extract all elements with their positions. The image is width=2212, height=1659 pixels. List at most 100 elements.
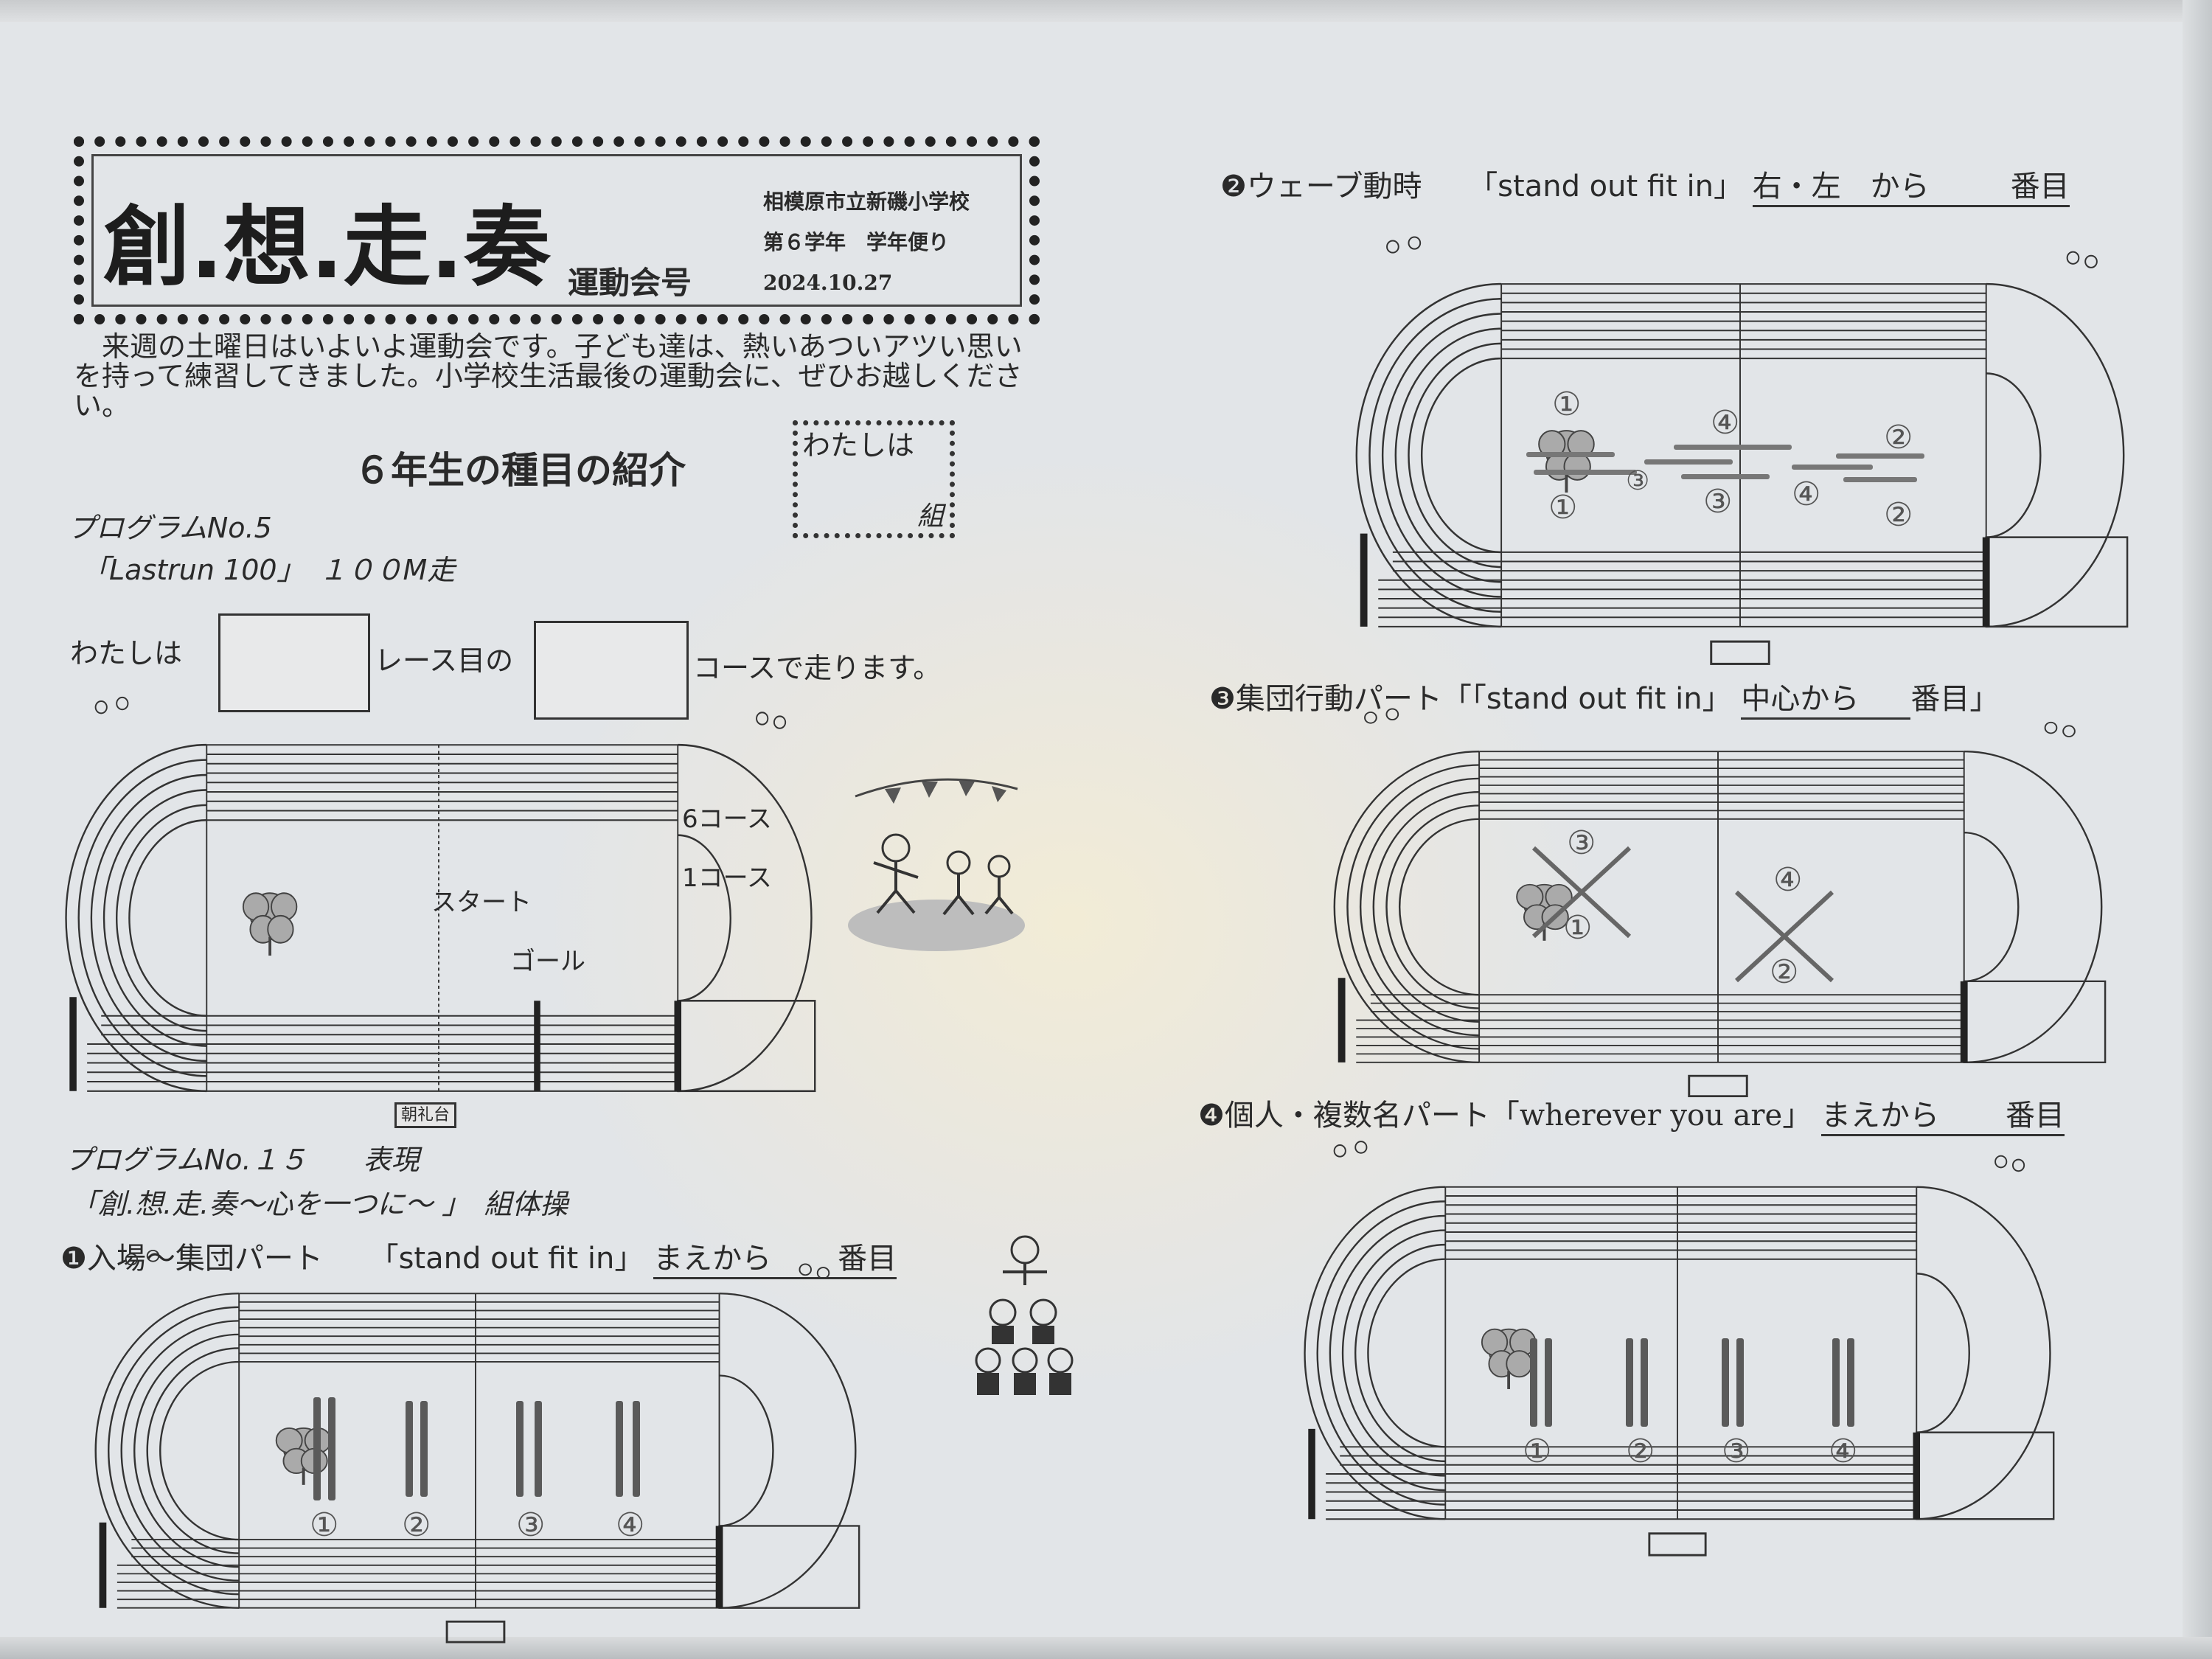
track-drawing: [65, 696, 816, 1093]
program15-number: プログラムNo.１５ 表現: [65, 1144, 420, 1176]
race-number-box[interactable]: [218, 613, 370, 712]
corner-box: [677, 1000, 816, 1093]
goal-label: ゴール: [510, 947, 585, 976]
lane-curve: [1354, 1243, 1446, 1463]
row-mark: ④: [1829, 1433, 1858, 1470]
row-bar: [420, 1401, 428, 1497]
row-bar: [616, 1401, 623, 1497]
row-bar: [516, 1401, 524, 1497]
lane6-label: 6コース: [682, 804, 772, 834]
part4-number: ❹: [1198, 1099, 1225, 1133]
small-circle-icon: [816, 1267, 830, 1279]
program5-number: プログラムNo.5: [68, 512, 272, 544]
wave-line: [1792, 465, 1873, 470]
part1-answer[interactable]: まえから番目: [653, 1242, 897, 1279]
wave-line: [1836, 453, 1924, 459]
small-circle-icon: [1354, 1141, 1368, 1154]
row-mark: ②: [402, 1506, 431, 1544]
row-bar: [1545, 1338, 1552, 1427]
wave-line: [1526, 452, 1615, 457]
part2-heading: ❷ウェーブ動時 「stand out fit in」 右・左 から番目: [1220, 170, 2070, 207]
track-drawing: [1333, 708, 2107, 1098]
header-frame: [74, 136, 1040, 324]
lane-curve: [1385, 804, 1480, 1009]
cross-mark: [1531, 846, 1632, 939]
start-label: スタート: [431, 888, 532, 917]
track-diagram-100m: 6コース 1コース スタート ゴール: [59, 696, 818, 1099]
row-bar: [633, 1401, 640, 1497]
small-circle-icon: [94, 700, 108, 714]
part3-answer[interactable]: 中心から: [1741, 682, 1911, 720]
row-bar: [313, 1397, 321, 1500]
row-bar: [1736, 1338, 1744, 1427]
outer-curve: [1986, 282, 2125, 628]
part4-song: 「wherever you are」: [1489, 1099, 1812, 1133]
podium-box: [1688, 1074, 1748, 1098]
part3-number: ❸: [1209, 682, 1236, 716]
small-circle-icon: [2011, 1158, 2025, 1172]
lane-curve: [1372, 791, 1480, 1023]
class-box-suffix: 組: [917, 501, 944, 532]
wave-line: [1843, 477, 1917, 482]
wave-line: [1534, 470, 1637, 475]
corner-box: [718, 1525, 860, 1609]
part2-number: ❷: [1220, 170, 1247, 204]
small-circle-icon: [1333, 1144, 1346, 1158]
track-diagram-part4: ① ② ③ ④: [1298, 1141, 2057, 1557]
lane-curve: [1420, 357, 1502, 554]
small-circle-icon: [1385, 708, 1399, 720]
lane-curve: [1394, 327, 1502, 583]
small-circle-icon: [2062, 725, 2076, 737]
small-circle-icon: [799, 1263, 812, 1276]
wave-mark: ①: [1548, 489, 1578, 526]
podium-box: [1710, 640, 1770, 665]
program5-name: 「Lastrun 100」 １００M走: [81, 554, 456, 586]
row-bar: [535, 1401, 542, 1497]
track-diagram-part2: ① ④ ② ① ③ ③ ④ ②: [1349, 236, 2131, 665]
part1-song: 「stand out fit in」: [369, 1242, 644, 1276]
corner-box: [1985, 536, 2129, 628]
row-mark: ④: [616, 1506, 645, 1544]
runners-illustration: [848, 778, 1025, 951]
small-circle-icon: [2066, 251, 2080, 265]
small-circle-icon: [756, 712, 769, 726]
infield-curve: [1964, 832, 2020, 982]
lane-curve: [146, 1347, 240, 1554]
photo-top-edge: [0, 0, 2212, 22]
class-box-label: わたしは: [802, 429, 915, 462]
row-mark: ①: [1523, 1433, 1552, 1470]
outer-curve: [678, 743, 813, 1093]
track-drawing: [1355, 236, 2129, 665]
corner-box: [1916, 1431, 2055, 1520]
part3-heading: ❸集団行動パート「「stand out fit in」 中心から番目」: [1209, 682, 1999, 720]
wave-line: [1681, 474, 1770, 479]
intro-paragraph: 来週の土曜日はいよいよ運動会です。子ども達は、熱いあついアツい思いを持って練習し…: [74, 330, 1023, 422]
class-entry-box: わたしは 組: [793, 420, 955, 538]
part3-title: 集団行動パート「: [1235, 682, 1472, 716]
outer-curve: [719, 1293, 857, 1609]
row-mark: ②: [1626, 1433, 1655, 1470]
part1-heading: ❶入場〜集団パート 「stand out fit in」 まえから番目: [60, 1242, 897, 1279]
podium-box: [1648, 1532, 1707, 1557]
small-circle-icon: [116, 696, 129, 711]
school-name: 相模原市立新磯小学校: [763, 189, 970, 214]
row-bar: [1722, 1338, 1729, 1427]
podium-label: 朝礼台: [394, 1102, 457, 1129]
part1-title: 入場〜集団パート: [86, 1242, 323, 1276]
newsletter-title: 創.想.走.奏: [103, 196, 551, 298]
lane-curve: [108, 1306, 240, 1596]
infield-curve: [678, 834, 731, 1002]
lane-curve: [94, 1293, 240, 1609]
outer-curve: [1964, 751, 2103, 1063]
wave-mark: ②: [1884, 419, 1913, 456]
track-diagram-part1: ① ② ③ ④: [88, 1249, 863, 1644]
part2-answer[interactable]: 右・左 から番目: [1752, 170, 2070, 207]
tree-icon: [267, 914, 294, 944]
part4-title: 個人・複数名パート: [1224, 1099, 1490, 1133]
wave-mark: ③: [1703, 483, 1733, 521]
lane-number-box[interactable]: [534, 621, 689, 720]
lane-curve: [1398, 818, 1480, 996]
part4-answer[interactable]: まえから番目: [1820, 1099, 2065, 1136]
pyramid-illustration: [975, 1235, 1074, 1395]
small-circle-icon: [1408, 236, 1422, 250]
